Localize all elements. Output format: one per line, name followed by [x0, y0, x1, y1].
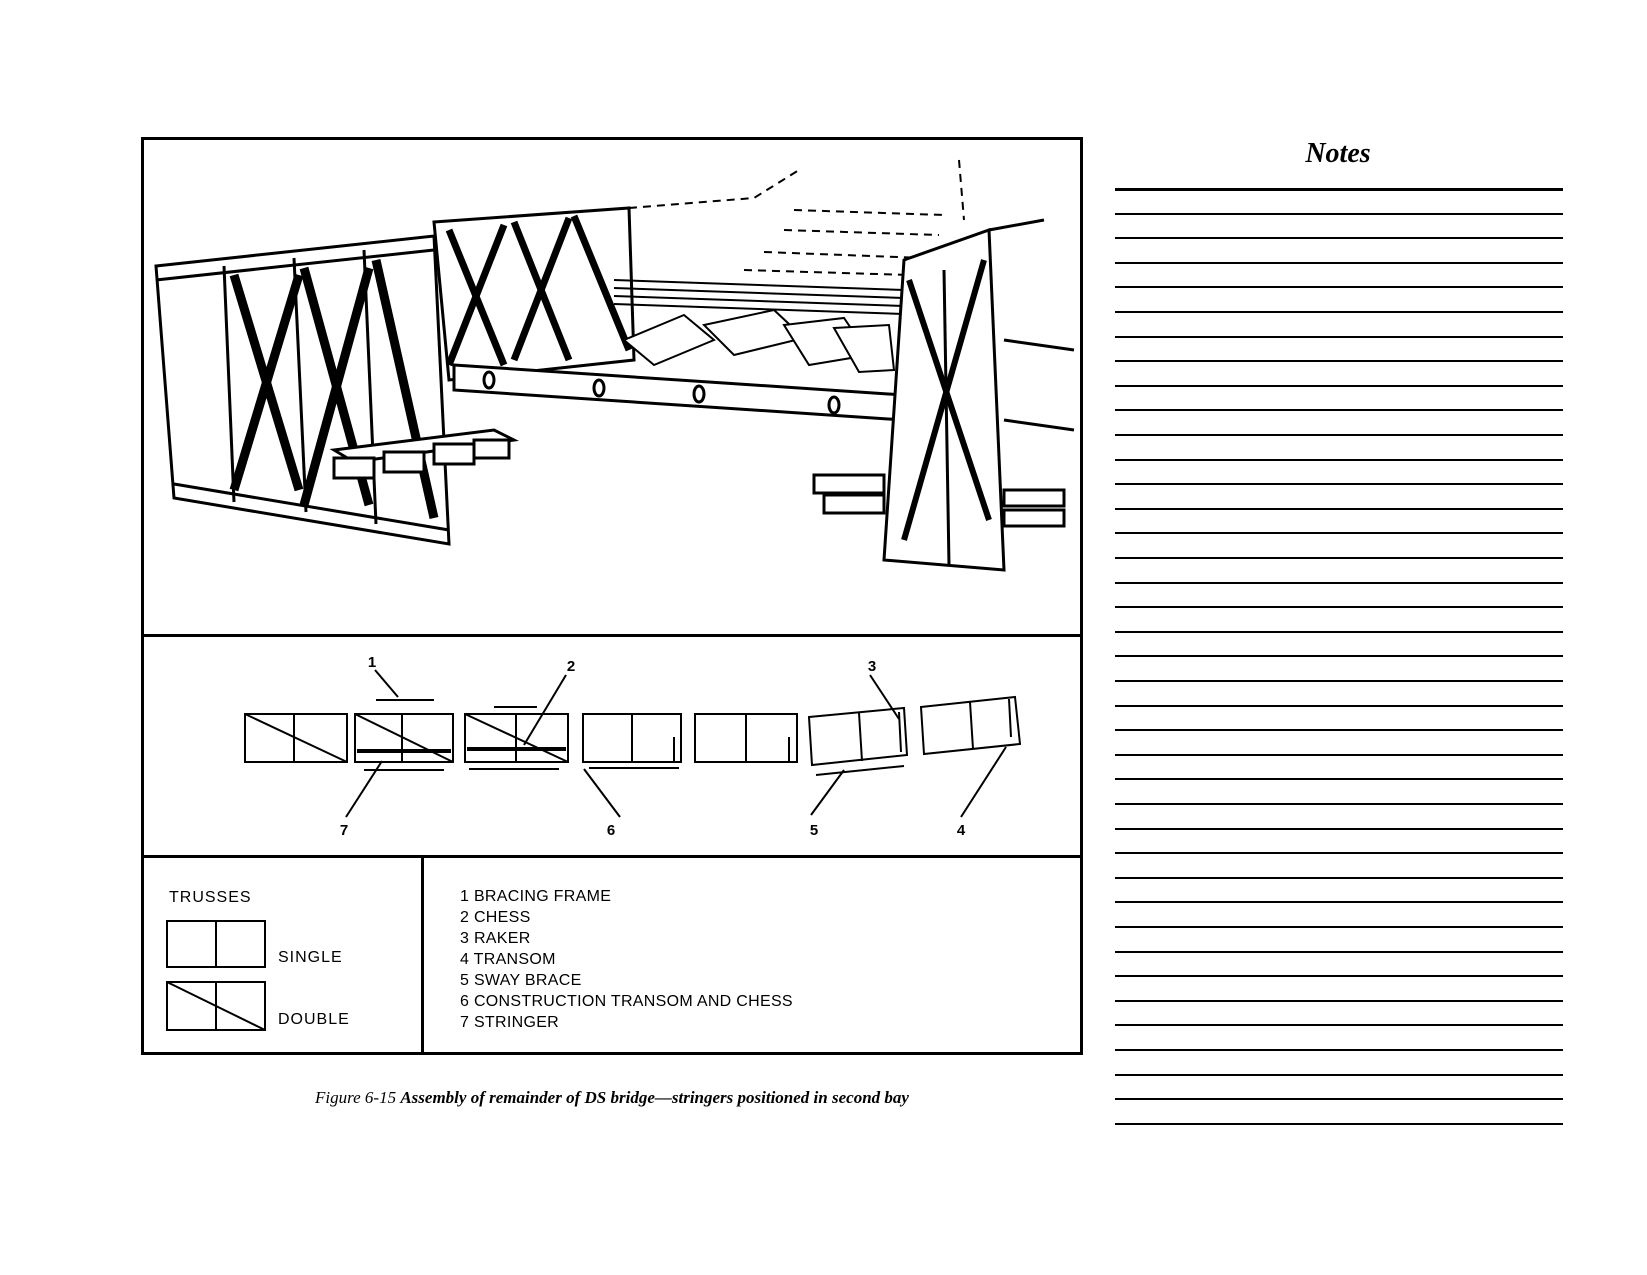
note-line	[1115, 286, 1563, 288]
note-line	[1115, 311, 1563, 313]
note-line	[1115, 926, 1563, 928]
figure-caption: Figure 6-15 Assembly of remainder of DS …	[141, 1088, 1083, 1108]
part-item: 5 SWAY BRACE	[460, 972, 582, 989]
legend: TRUSSES SINGLE DOUBLE 1 BRACING FRAME 2 …	[144, 858, 1080, 1052]
note-line	[1115, 877, 1563, 879]
note-line	[1115, 754, 1563, 756]
truss-schematic: 1 2 3 4 5 6 7	[144, 637, 1080, 858]
note-line	[1115, 434, 1563, 436]
truss-box-1	[244, 713, 348, 763]
note-line	[1115, 1074, 1563, 1076]
part-item: 6 CONSTRUCTION TRANSOM AND CHESS	[460, 993, 793, 1010]
truss-box-6	[807, 706, 909, 767]
part-item: 3 RAKER	[460, 930, 531, 947]
note-line	[1115, 1123, 1563, 1125]
figure-frame: 1 2 3 4 5 6 7 TRUSSES SING	[141, 137, 1083, 1055]
callout-2: 2	[567, 658, 575, 675]
caption-prefix: Figure 6-15	[315, 1088, 401, 1107]
note-line	[1115, 532, 1563, 534]
note-line	[1115, 360, 1563, 362]
note-line	[1115, 336, 1563, 338]
callout-3: 3	[868, 658, 876, 675]
note-line	[1115, 483, 1563, 485]
note-line	[1115, 1024, 1563, 1026]
note-line	[1115, 828, 1563, 830]
note-line	[1115, 557, 1563, 559]
note-line	[1115, 1000, 1563, 1002]
note-line	[1115, 213, 1563, 215]
note-line	[1115, 1098, 1563, 1100]
note-line	[1115, 901, 1563, 903]
callout-6: 6	[607, 822, 615, 839]
part-item: 2 CHESS	[460, 909, 531, 926]
note-line	[1115, 409, 1563, 411]
callout-4: 4	[957, 822, 966, 839]
note-line	[1115, 852, 1563, 854]
note-line	[1115, 606, 1563, 608]
note-line	[1115, 1049, 1563, 1051]
note-line	[1115, 188, 1563, 191]
part-item: 1 BRACING FRAME	[460, 888, 612, 905]
note-line	[1115, 262, 1563, 264]
callout-7: 7	[340, 822, 348, 839]
schematic-diagram: 1 2 3 4 5 6 7	[244, 654, 1022, 839]
part-item: 4 TRANSOM	[460, 951, 556, 968]
note-line	[1115, 582, 1563, 584]
note-line	[1115, 655, 1563, 657]
note-line	[1115, 459, 1563, 461]
double-label: DOUBLE	[278, 1011, 350, 1028]
parts-list: 1 BRACING FRAME 2 CHESS 3 RAKER 4 TRANSO…	[460, 886, 793, 1033]
note-line	[1115, 680, 1563, 682]
callout-5: 5	[810, 822, 818, 839]
note-line	[1115, 778, 1563, 780]
truss-box-7	[919, 695, 1022, 756]
note-line	[1115, 803, 1563, 805]
note-line	[1115, 385, 1563, 387]
trusses-title: TRUSSES	[169, 889, 252, 906]
note-line	[1115, 631, 1563, 633]
note-line	[1115, 508, 1563, 510]
parts-legend: 1 BRACING FRAME 2 CHESS 3 RAKER 4 TRANSO…	[424, 858, 1080, 1052]
notes-title: Notes	[1305, 138, 1371, 169]
trusses-legend: TRUSSES SINGLE DOUBLE	[144, 858, 424, 1052]
truss-box-2	[354, 713, 454, 763]
note-line	[1115, 729, 1563, 731]
caption-text: Assembly of remainder of DS bridge—strin…	[400, 1088, 909, 1107]
note-line	[1115, 951, 1563, 953]
part-item: 7 STRINGER	[460, 1014, 560, 1031]
bridge-illustration	[144, 140, 1080, 637]
single-label: SINGLE	[278, 949, 343, 966]
bridge-drawing	[154, 159, 1075, 572]
truss-symbols	[166, 920, 266, 1031]
note-line	[1115, 975, 1563, 977]
note-line	[1115, 705, 1563, 707]
note-line	[1115, 237, 1563, 239]
callout-1: 1	[368, 654, 376, 671]
notes-lines	[1115, 188, 1563, 1148]
